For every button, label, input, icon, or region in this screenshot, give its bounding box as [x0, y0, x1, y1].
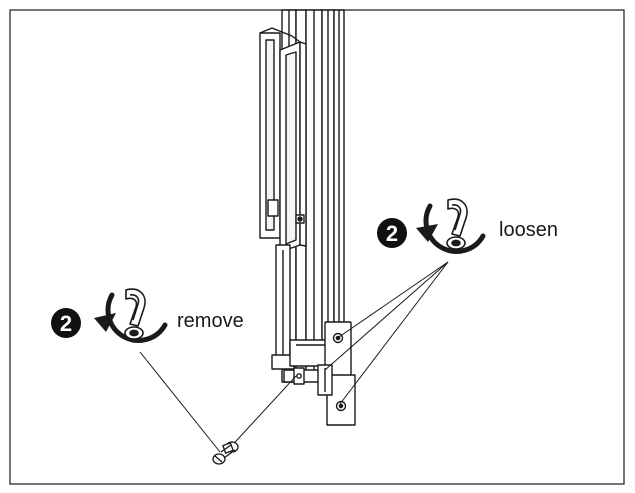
step-number-loosen: 2 [386, 221, 398, 246]
loosen-label: loosen [499, 219, 558, 241]
rotate-counterclockwise-icon [416, 203, 486, 254]
remove-callout: 2 remove [51, 288, 244, 343]
allen-key-icon [446, 198, 468, 250]
loosen-callout: 2 loosen [377, 198, 558, 254]
leader-lines [139, 261, 449, 453]
allen-key-icon [124, 288, 146, 340]
screw-icon [212, 441, 239, 465]
rotate-counterclockwise-icon [94, 292, 168, 343]
vertical-rail-assembly [259, 9, 356, 426]
step-badge-loosen [377, 218, 407, 248]
remove-label: remove [177, 310, 244, 332]
step-badge-remove [51, 308, 81, 338]
step-number-remove: 2 [60, 311, 72, 336]
